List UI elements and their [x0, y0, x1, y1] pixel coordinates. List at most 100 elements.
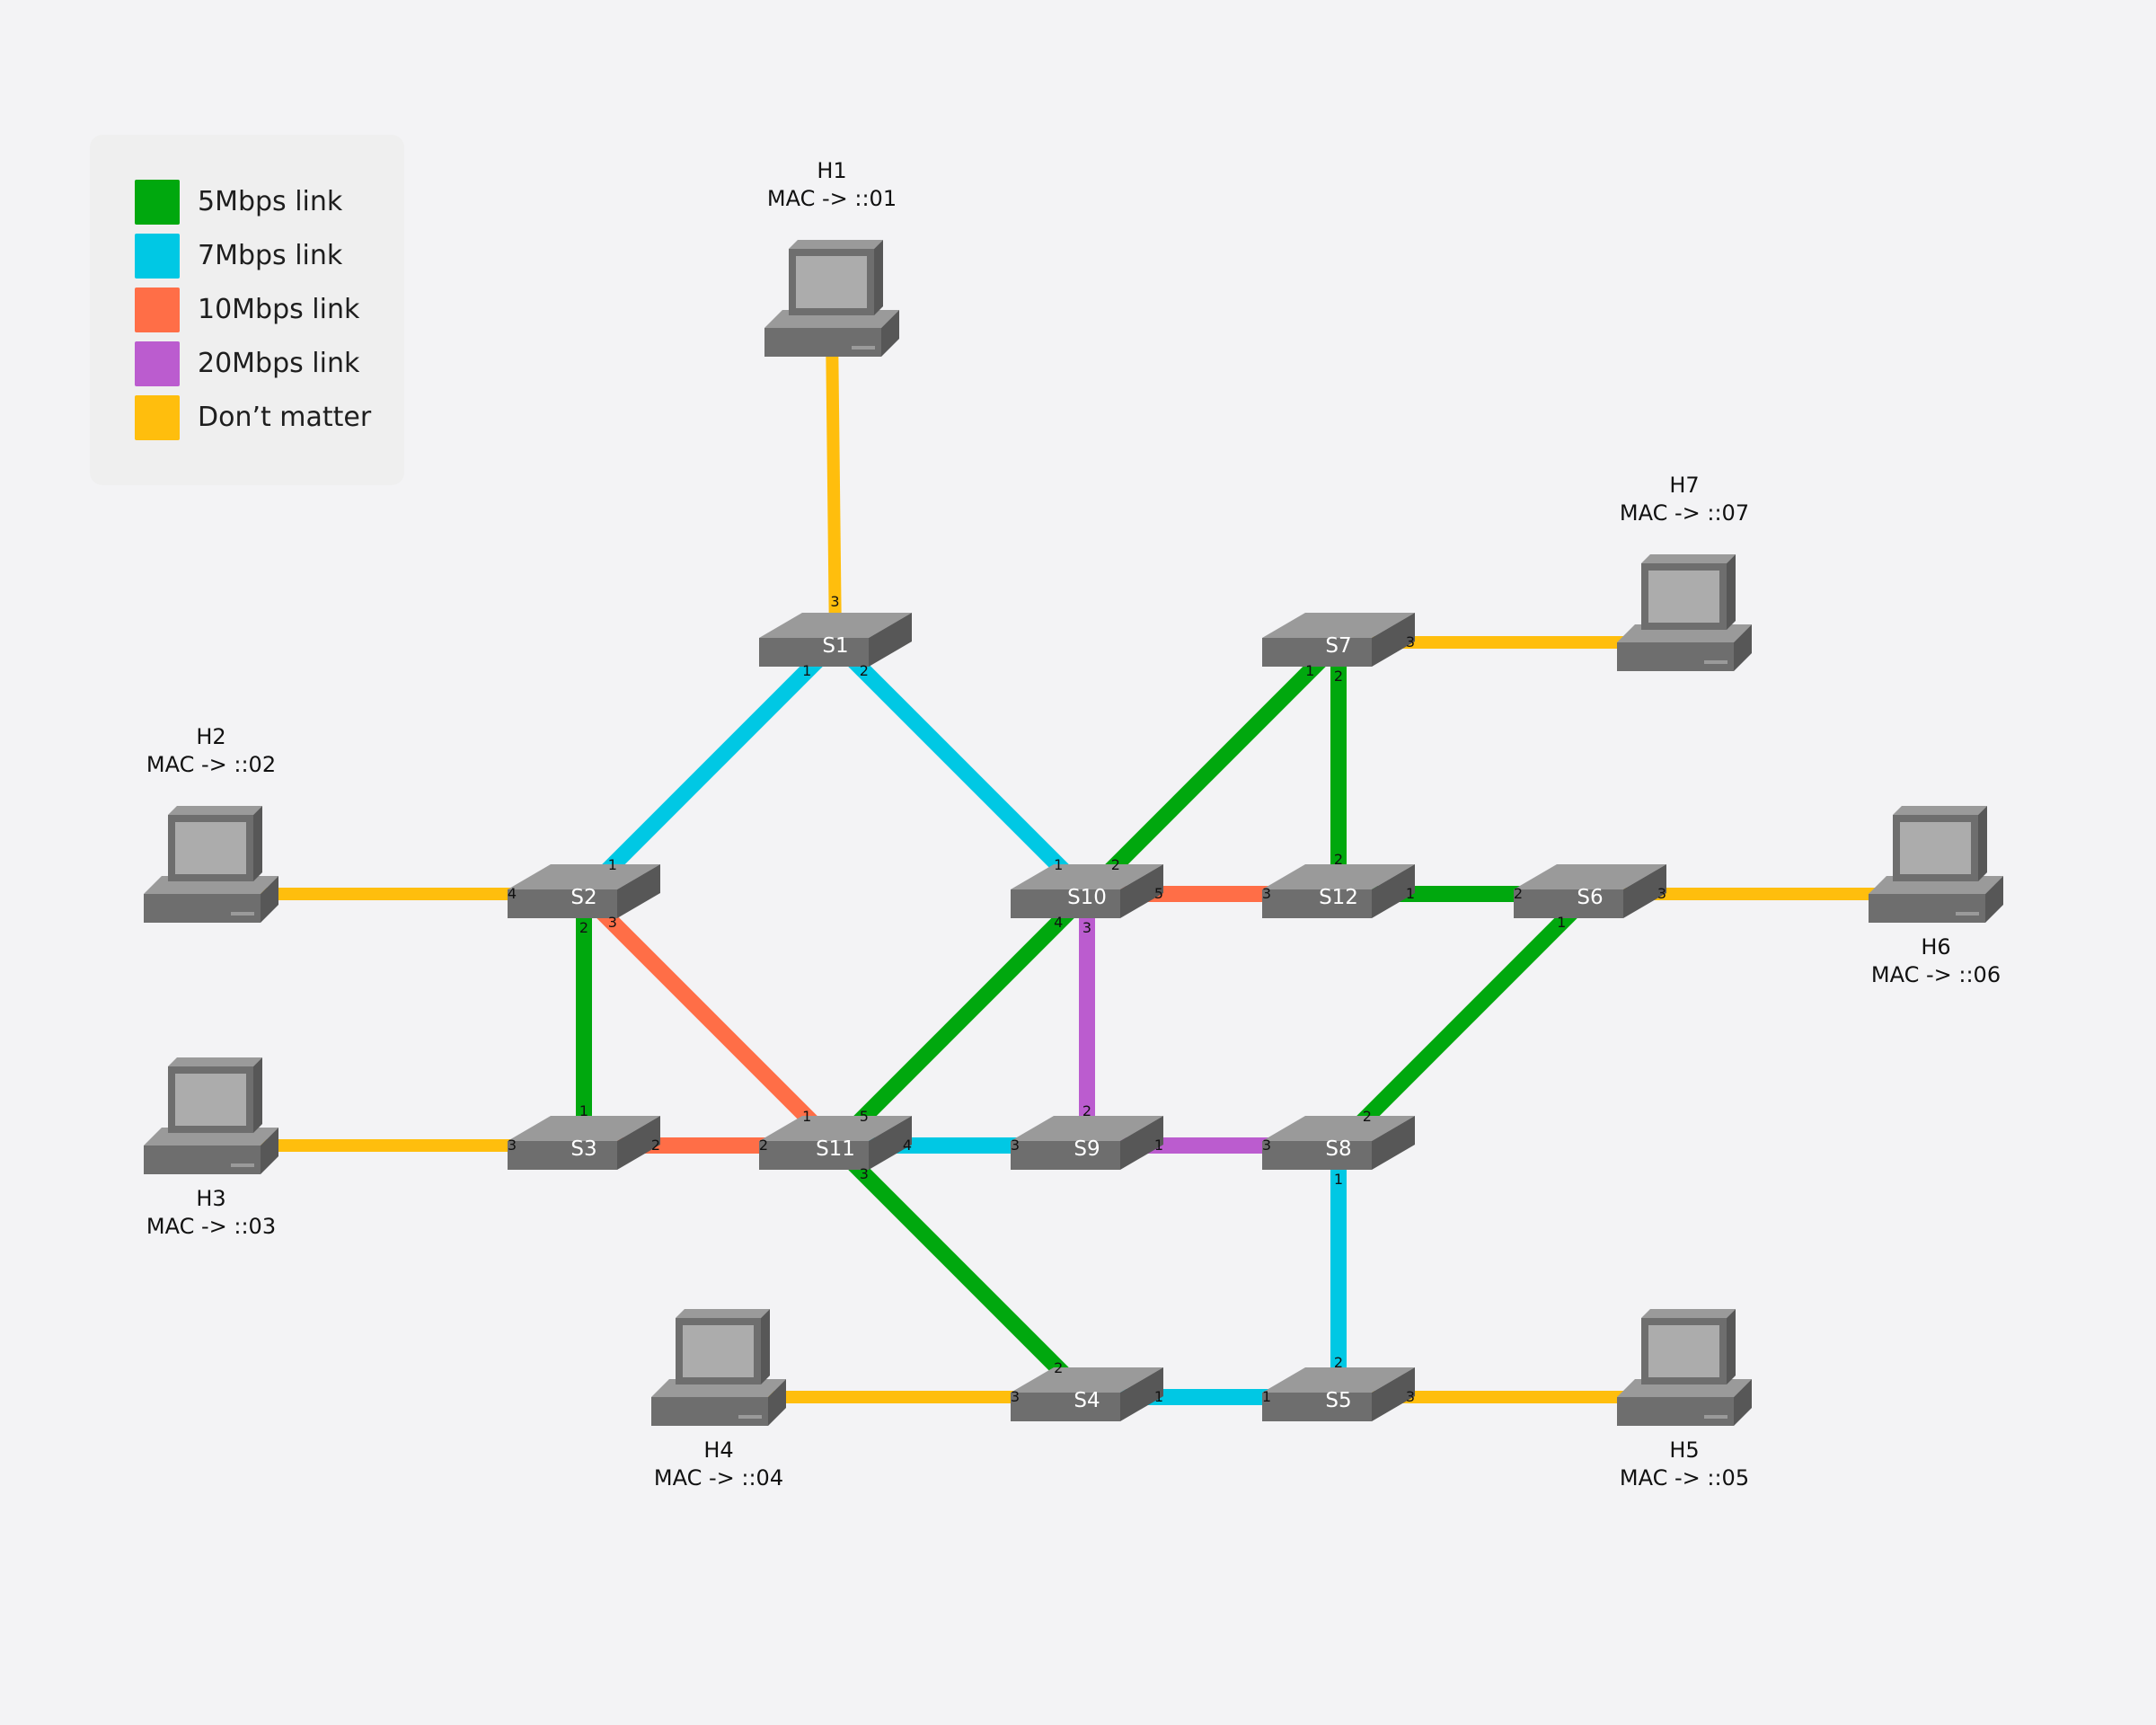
switch-label: S8: [1325, 1137, 1351, 1161]
port-label-s4: 3: [1011, 1388, 1020, 1405]
port-label-s9: 1: [1154, 1137, 1163, 1154]
host-h4[interactable]: [651, 1309, 786, 1426]
port-label-s6: 2: [1514, 885, 1523, 902]
port-label-s11: 3: [860, 1165, 869, 1182]
switch-s6[interactable]: S6: [1514, 864, 1666, 918]
link-s11-s4: [829, 1139, 1093, 1403]
host-name: H5: [1669, 1438, 1700, 1463]
switch-s5[interactable]: S5: [1262, 1367, 1415, 1421]
switch-s1[interactable]: S1: [759, 613, 912, 667]
switch-s10[interactable]: S10: [1011, 864, 1163, 918]
port-label-s10: 3: [1082, 919, 1091, 936]
port-label-s2: 4: [508, 885, 517, 902]
switch-label: S1: [822, 634, 848, 658]
port-label-s5: 1: [1262, 1388, 1271, 1405]
host-name: H4: [703, 1438, 734, 1463]
port-label-s4: 2: [1054, 1359, 1063, 1376]
port-label-s10: 4: [1054, 914, 1063, 931]
port-label-s9: 3: [1011, 1137, 1020, 1154]
legend-label-20mbps: 20Mbps link: [198, 348, 360, 379]
switch-label: S12: [1319, 886, 1358, 909]
link-s11-s10: [829, 888, 1093, 1152]
link-h1-s1: [826, 327, 842, 643]
host-h1[interactable]: [764, 240, 899, 357]
port-label-s2: 1: [608, 856, 617, 873]
host-h5[interactable]: [1617, 1309, 1752, 1426]
host-h6[interactable]: [1869, 806, 2003, 923]
port-label-s12: 3: [1262, 885, 1271, 902]
switch-s12[interactable]: S12: [1262, 864, 1415, 918]
port-label-s7: 2: [1334, 668, 1343, 685]
switch-label: S9: [1074, 1137, 1100, 1161]
port-label-s11: 5: [860, 1108, 869, 1125]
switch-label: S6: [1577, 886, 1603, 909]
port-label-s7: 3: [1406, 633, 1415, 650]
port-label-s10: 2: [1111, 856, 1120, 873]
port-label-s1: 3: [830, 593, 839, 610]
switch-s11[interactable]: S11: [759, 1116, 912, 1170]
switch-s4[interactable]: S4: [1011, 1367, 1163, 1421]
switch-s3[interactable]: S3: [508, 1116, 660, 1170]
switch-label: S2: [570, 886, 596, 909]
switch-label: S10: [1067, 886, 1107, 909]
switch-s2[interactable]: S2: [508, 864, 660, 918]
link-s1-s10: [829, 636, 1093, 900]
port-label-s11: 4: [903, 1137, 912, 1154]
port-label-s10: 5: [1154, 885, 1163, 902]
legend-label-5mbps: 5Mbps link: [198, 186, 343, 217]
link-s6-s8: [1332, 888, 1596, 1152]
switch-label: S3: [570, 1137, 596, 1161]
port-label-s6: 1: [1557, 914, 1566, 931]
host-mac: MAC -> ::04: [653, 1465, 784, 1491]
legend-swatch-5mbps: [135, 180, 180, 225]
host-h2[interactable]: [144, 806, 278, 923]
port-label-s9: 2: [1082, 1102, 1091, 1119]
host-mac: MAC -> ::03: [146, 1214, 277, 1239]
host-mac: MAC -> ::01: [766, 186, 897, 211]
host-mac: MAC -> ::07: [1619, 500, 1750, 526]
legend-label-10mbps: 10Mbps link: [198, 294, 360, 325]
legend-swatch-7mbps: [135, 234, 180, 279]
switch-label: S11: [816, 1137, 855, 1161]
host-mac: MAC -> ::05: [1619, 1465, 1750, 1491]
host-name: H6: [1921, 934, 1951, 960]
switch-label: S4: [1074, 1389, 1100, 1412]
port-label-s3: 3: [508, 1137, 517, 1154]
host-h7[interactable]: [1617, 554, 1752, 671]
port-label-s3: 2: [651, 1137, 660, 1154]
switch-label: S7: [1325, 634, 1351, 658]
port-label-s5: 3: [1406, 1388, 1415, 1405]
port-label-s7: 1: [1305, 662, 1314, 679]
host-mac: MAC -> ::02: [146, 752, 277, 777]
port-label-s11: 1: [802, 1108, 811, 1125]
switch-label: S5: [1325, 1389, 1351, 1412]
port-label-s10: 1: [1054, 856, 1063, 873]
port-label-s8: 1: [1334, 1171, 1343, 1188]
legend-label-7mbps: 7Mbps link: [198, 240, 343, 271]
port-label-s12: 2: [1334, 851, 1343, 868]
port-label-s2: 3: [608, 914, 617, 931]
port-label-s1: 1: [802, 662, 811, 679]
switch-s8[interactable]: S8: [1262, 1116, 1415, 1170]
port-label-s8: 2: [1363, 1108, 1372, 1125]
port-label-s2: 2: [579, 919, 588, 936]
host-name: H1: [817, 158, 847, 183]
switch-s7[interactable]: S7: [1262, 613, 1415, 667]
legend: 5Mbps link 7Mbps link 10Mbps link 20Mbps…: [90, 135, 404, 485]
port-label-s11: 2: [759, 1137, 768, 1154]
host-name: H2: [196, 724, 226, 749]
legend-swatch-10mbps: [135, 288, 180, 332]
link-s1-s2: [578, 636, 842, 900]
port-label-s5: 2: [1334, 1354, 1343, 1371]
port-label-s1: 2: [860, 662, 869, 679]
port-label-s3: 1: [579, 1102, 588, 1119]
switch-s9[interactable]: S9: [1011, 1116, 1163, 1170]
host-h3[interactable]: [144, 1057, 278, 1174]
